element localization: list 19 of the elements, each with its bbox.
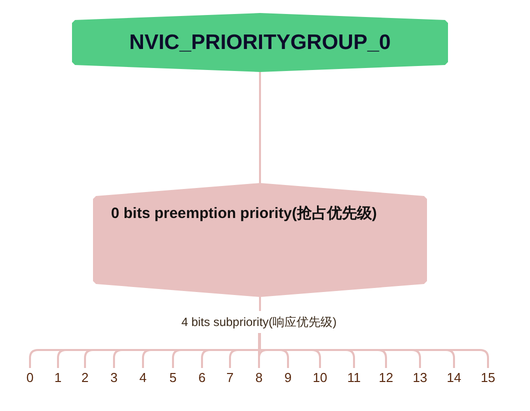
number-label: 3 (100, 368, 128, 388)
number-label: 15 (474, 368, 502, 388)
number-label: 9 (274, 368, 302, 388)
number-label: 14 (440, 368, 468, 388)
number-label: 1 (44, 368, 72, 388)
number-label: 7 (216, 368, 244, 388)
number-label: 0 (16, 368, 44, 388)
number-label: 4 (129, 368, 157, 388)
number-label: 2 (71, 368, 99, 388)
hexagon-node: NVIC_PRIORITYGROUP_0 (72, 13, 448, 72)
hexagon-node: 0 bits preemption priority(抢占优先级) (93, 183, 427, 297)
number-label: 13 (406, 368, 434, 388)
number-label: 12 (372, 368, 400, 388)
number-label: 5 (159, 368, 187, 388)
number-label: 8 (245, 368, 273, 388)
connector-line (259, 72, 261, 183)
number-label: 11 (340, 368, 368, 388)
number-label: 6 (188, 368, 216, 388)
number-label: 10 (306, 368, 334, 388)
